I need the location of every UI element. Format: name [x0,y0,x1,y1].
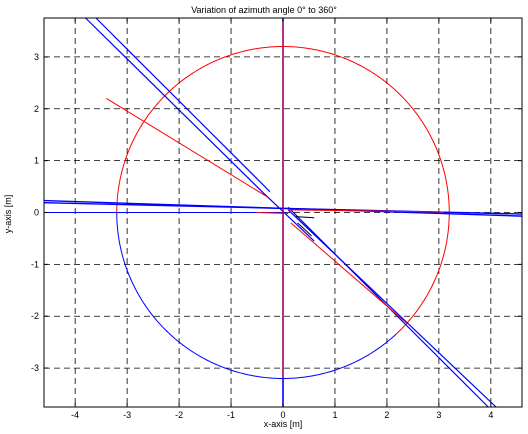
x-tick-label: -2 [175,410,183,420]
line-series-2 [95,17,271,193]
y-tick-label: 1 [34,156,39,166]
y-tick-label: -3 [31,363,39,373]
x-tick-label: -4 [71,410,79,420]
line-series-5 [287,209,497,408]
line-series-16 [295,216,315,219]
x-tick-label: -3 [123,410,131,420]
y-tick-label: 3 [34,52,39,62]
line-series-3 [85,17,268,198]
y-tick-label: 0 [34,208,39,218]
x-tick-label: 4 [488,410,493,420]
y-tick-label: -2 [31,311,39,321]
y-axis-label: y-axis [m] [3,195,13,234]
x-tick-label: 0 [280,410,285,420]
series-group [43,17,523,408]
circle-arc-series-1 [116,212,397,379]
x-axis-label: x-axis [m] [264,419,303,429]
x-tick-label: 2 [384,410,389,420]
x-tick-label: -1 [227,410,235,420]
y-tick-label: 2 [34,104,39,114]
chart-title: Variation of azimuth angle 0° to 360° [191,5,337,15]
line-series-13 [288,209,445,213]
line-series-11 [106,97,268,198]
circle-arc-series-0 [116,46,450,335]
x-tick-label: 3 [436,410,441,420]
line-series-12 [290,222,409,325]
line-series-6 [264,193,315,242]
y-tick-label: -1 [31,259,39,269]
line-series-17 [297,222,312,237]
ticks: -4 -3 -2 -1 0 1 2 3 4 -3 -2 -1 0 1 2 3 [31,18,522,420]
x-tick-label: 1 [332,410,337,420]
